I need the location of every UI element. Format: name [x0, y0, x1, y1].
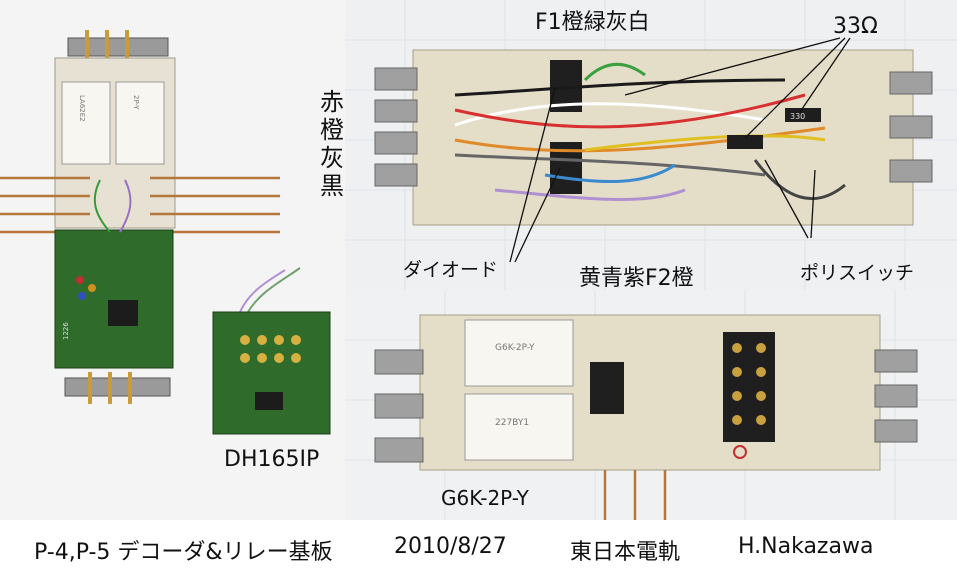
decoder-pcb: [54, 229, 174, 369]
relay-top-text-2: 2P-Y: [132, 95, 140, 110]
top-right-photo: 330 F1橙緑灰白 33Ω ダイオード 黄青紫F2橙 ポリスイッチ: [345, 0, 957, 290]
caption-date: 2010/8/27: [394, 534, 507, 559]
left-photo-drawing: LA62E2 2P-Y 1226: [0, 30, 331, 435]
perf-board: [412, 49, 914, 226]
resistor-2: [785, 108, 821, 122]
f2-label: 黄青紫F2橙: [579, 266, 694, 290]
led-red: [76, 276, 84, 284]
caption-author: H.Nakazawa: [738, 534, 874, 559]
wires: [454, 62, 846, 201]
relay-top-text-1: LA62E2: [78, 95, 86, 122]
resistor-text: 330: [790, 112, 805, 121]
decoder-chip: [108, 300, 138, 326]
relay-text-model: G6K-2P-Y: [495, 343, 535, 353]
bottom-pins: [64, 372, 171, 404]
led-orange: [88, 284, 96, 292]
left-color-orange: 橙: [320, 116, 344, 144]
eight-pin-socket: [723, 332, 775, 442]
small-socket: [590, 362, 624, 414]
resistor-1: [727, 135, 763, 149]
relay-1: [464, 319, 574, 387]
down-wires: [603, 470, 667, 520]
bottom-right-photo: G6K-2P-Y 227BY1 G6K-2P-Y: [345, 290, 957, 520]
pointer-lines: [509, 37, 851, 263]
caption-title: P-4,P-5 デコーダ&リレー基板: [34, 540, 333, 565]
relay-pair-top: LA62E2 2P-Y: [61, 81, 165, 165]
f1-label: F1橙緑灰白: [535, 10, 650, 35]
dh165ip-board: [212, 267, 331, 435]
top-right-drawing: 330: [345, 0, 957, 290]
ohm-label: 33Ω: [833, 14, 878, 39]
caption-org: 東日本電軌: [570, 540, 681, 565]
left-color-red: 赤: [320, 88, 344, 116]
bottom-right-drawing: G6K-2P-Y 227BY1: [345, 290, 957, 520]
relay-text-lot: 227BY1: [495, 418, 529, 428]
g6k-label: G6K-2P-Y: [441, 486, 529, 510]
right-tabs: [889, 71, 933, 183]
red-marker: [733, 445, 747, 459]
bottom-right-tabs: [874, 349, 918, 443]
pcb-text: 1226: [62, 322, 70, 340]
led-blue: [78, 292, 86, 300]
dh165ip-label: DH165IP: [224, 447, 320, 472]
diode-label: ダイオード: [403, 259, 499, 281]
left-tabs: [374, 67, 418, 187]
caption-bar: P-4,P-5 デコーダ&リレー基板 2010/8/27 東日本電軌 H.Nak…: [0, 520, 957, 570]
bottom-left-tabs: [374, 349, 424, 463]
left-color-black: 黒: [320, 172, 344, 200]
left-photo: LA62E2 2P-Y 1226: [0, 0, 345, 520]
polyswitch-label: ポリスイッチ: [800, 262, 915, 284]
relay-2: [464, 393, 574, 461]
top-pins: [67, 30, 169, 60]
left-color-grey: 灰: [320, 144, 344, 172]
